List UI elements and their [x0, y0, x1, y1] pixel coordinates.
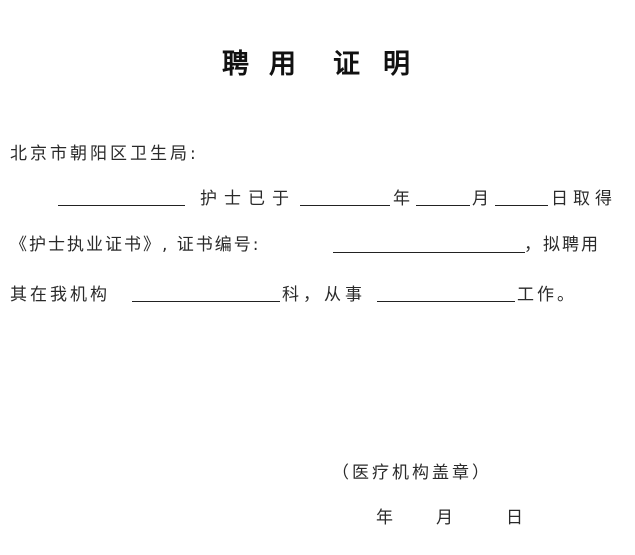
intend-hire-label: ，拟聘用 — [524, 235, 600, 255]
day-blank[interactable] — [495, 205, 548, 206]
nurse-obtained-label: 护士已于 — [200, 189, 296, 209]
seal-label: （医疗机构盖章） — [332, 463, 492, 483]
addressee: 北京市朝阳区卫生局: — [10, 144, 199, 164]
month-label: 月 — [472, 189, 492, 209]
certificate-number-blank[interactable] — [333, 252, 525, 253]
work-blank[interactable] — [377, 301, 515, 302]
institution-label: 其在我机构 — [10, 285, 110, 305]
year-label: 年 — [393, 189, 413, 209]
year-blank[interactable] — [300, 205, 390, 206]
title-char: 证 — [333, 49, 360, 80]
department-engage-label: 科，从事 — [282, 285, 366, 305]
nurse-name-blank[interactable] — [58, 205, 185, 206]
title-char: 用 — [269, 49, 296, 80]
certificate-label: 《护士执业证书》, 证书编号: — [10, 235, 261, 255]
title-char: 明 — [383, 49, 410, 80]
sign-day-label: 日 — [506, 508, 526, 528]
work-label: 工作。 — [517, 285, 577, 305]
sign-month-label: 月 — [436, 508, 456, 528]
document-title: 聘 用 证 明 — [222, 42, 422, 80]
title-char: 聘 — [222, 49, 249, 80]
day-obtained-label: 日取得 — [551, 189, 617, 209]
sign-year-label: 年 — [376, 508, 396, 528]
department-blank[interactable] — [132, 301, 280, 302]
month-blank[interactable] — [416, 205, 470, 206]
